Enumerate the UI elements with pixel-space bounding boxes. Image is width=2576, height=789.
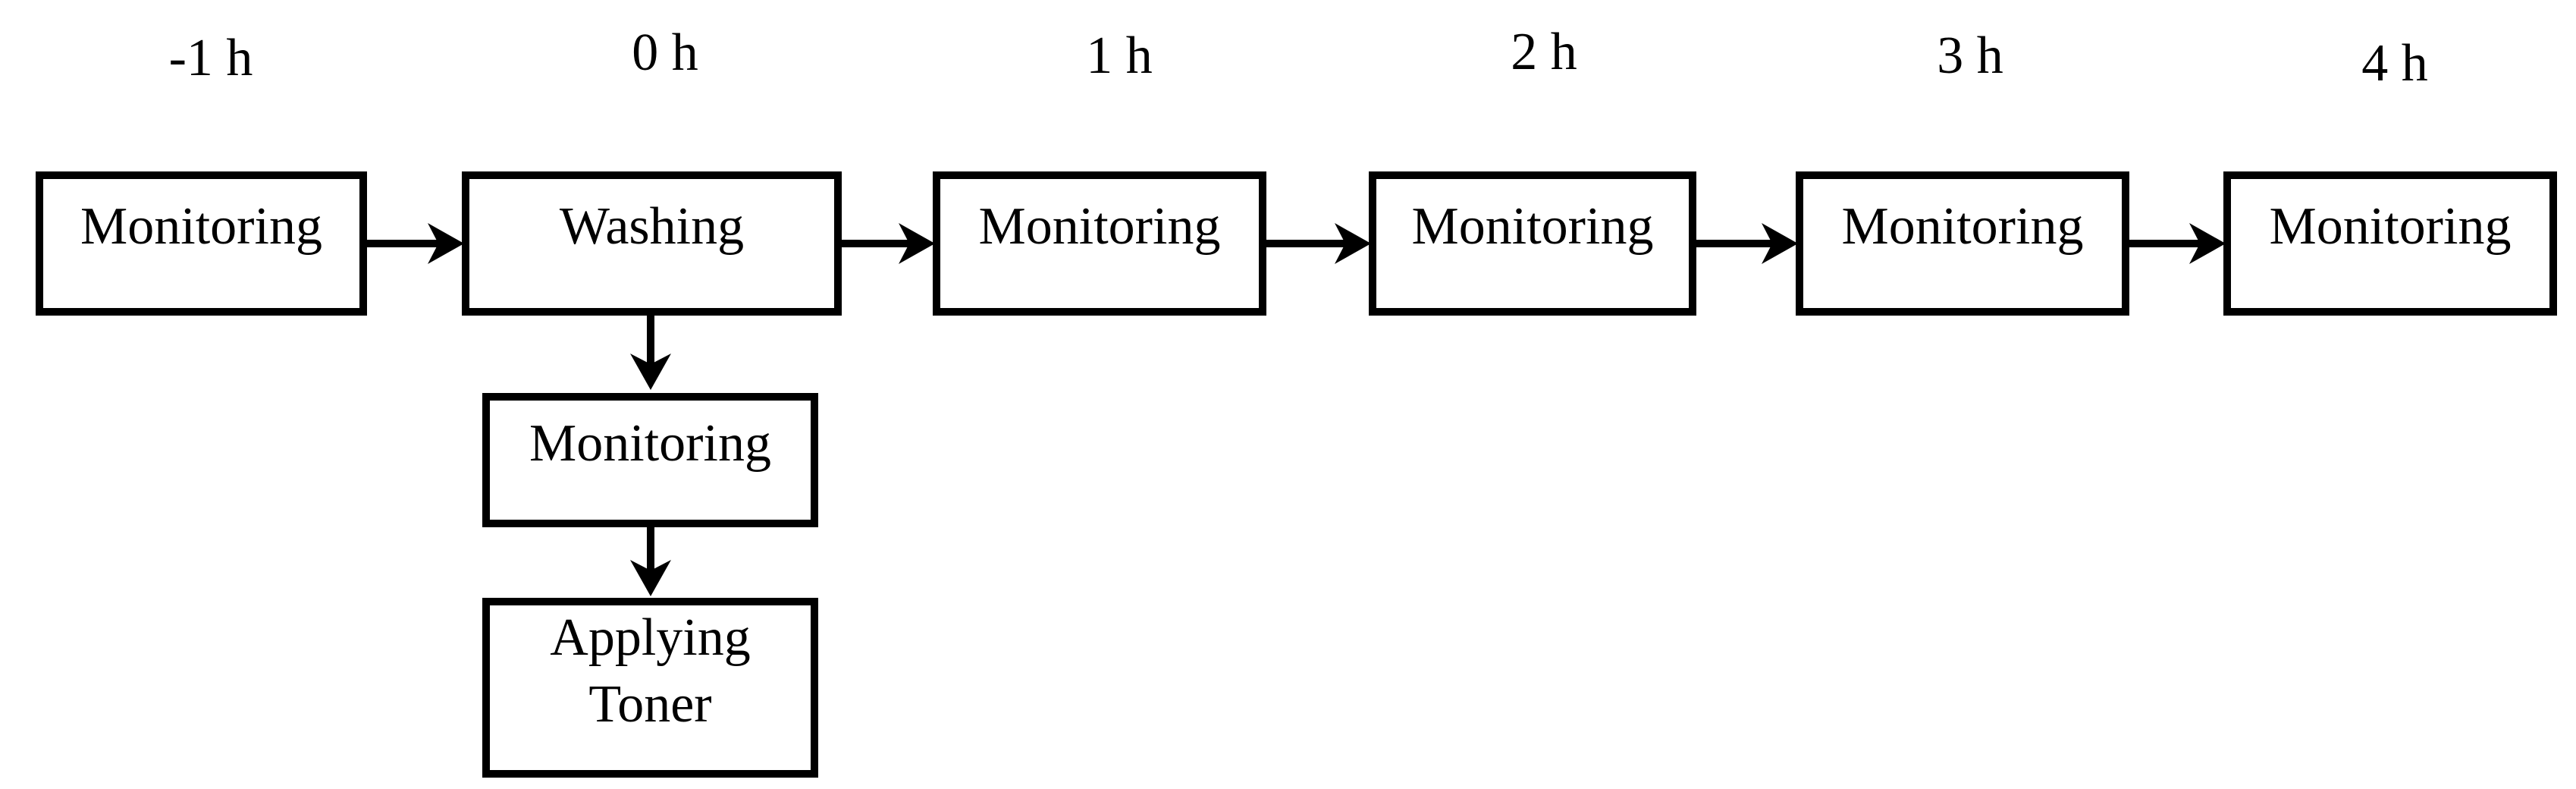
time-label-2h: 2 h <box>1511 23 1577 81</box>
box-monitoring-4h: Monitoring <box>2223 171 2557 316</box>
box-monitoring-after-washing: Monitoring <box>482 393 818 527</box>
box-label: Monitoring <box>2269 197 2512 256</box>
time-label-1h: 1 h <box>1086 27 1153 85</box>
arrow-head-icon <box>630 354 671 390</box>
arrow-head-icon <box>1335 223 1371 264</box>
arrow-monitoring-2h-to-3h <box>1693 223 1798 264</box>
arrow-head-icon <box>428 223 464 264</box>
box-washing-0h: Washing <box>462 171 842 316</box>
box-applying-toner: Applying Toner <box>482 598 818 778</box>
arrow-washing-to-monitoring-1h <box>838 223 935 264</box>
arrow-washing-to-branch-monitoring <box>630 312 671 390</box>
box-label: Monitoring <box>978 197 1221 256</box>
arrow-head-icon <box>899 223 935 264</box>
box-label: Washing <box>559 197 745 256</box>
box-label: Monitoring <box>1841 197 2084 256</box>
arrow-monitoring1-to-washing <box>363 223 464 264</box>
box-monitoring-minus-1h: Monitoring <box>36 171 367 316</box>
box-label: Monitoring <box>529 413 771 473</box>
arrow-monitoring-3h-to-4h <box>2126 223 2226 264</box>
arrow-monitoring-1h-to-2h <box>1263 223 1371 264</box>
time-label-3h: 3 h <box>1937 27 2003 85</box>
arrow-head-icon <box>630 560 671 596</box>
box-label: Monitoring <box>80 197 322 256</box>
arrow-branch-monitoring-to-applying-toner <box>630 523 671 596</box>
time-label-0h: 0 h <box>632 24 698 82</box>
box-monitoring-2h: Monitoring <box>1369 171 1696 316</box>
box-label: Applying Toner <box>550 608 751 734</box>
time-label-minus-1h: -1 h <box>168 29 253 87</box>
box-monitoring-1h: Monitoring <box>933 171 1266 316</box>
box-monitoring-3h: Monitoring <box>1796 171 2129 316</box>
time-label-4h: 4 h <box>2361 34 2428 93</box>
arrow-head-icon <box>1762 223 1798 264</box>
box-label: Monitoring <box>1411 197 1654 256</box>
arrow-head-icon <box>2189 223 2226 264</box>
